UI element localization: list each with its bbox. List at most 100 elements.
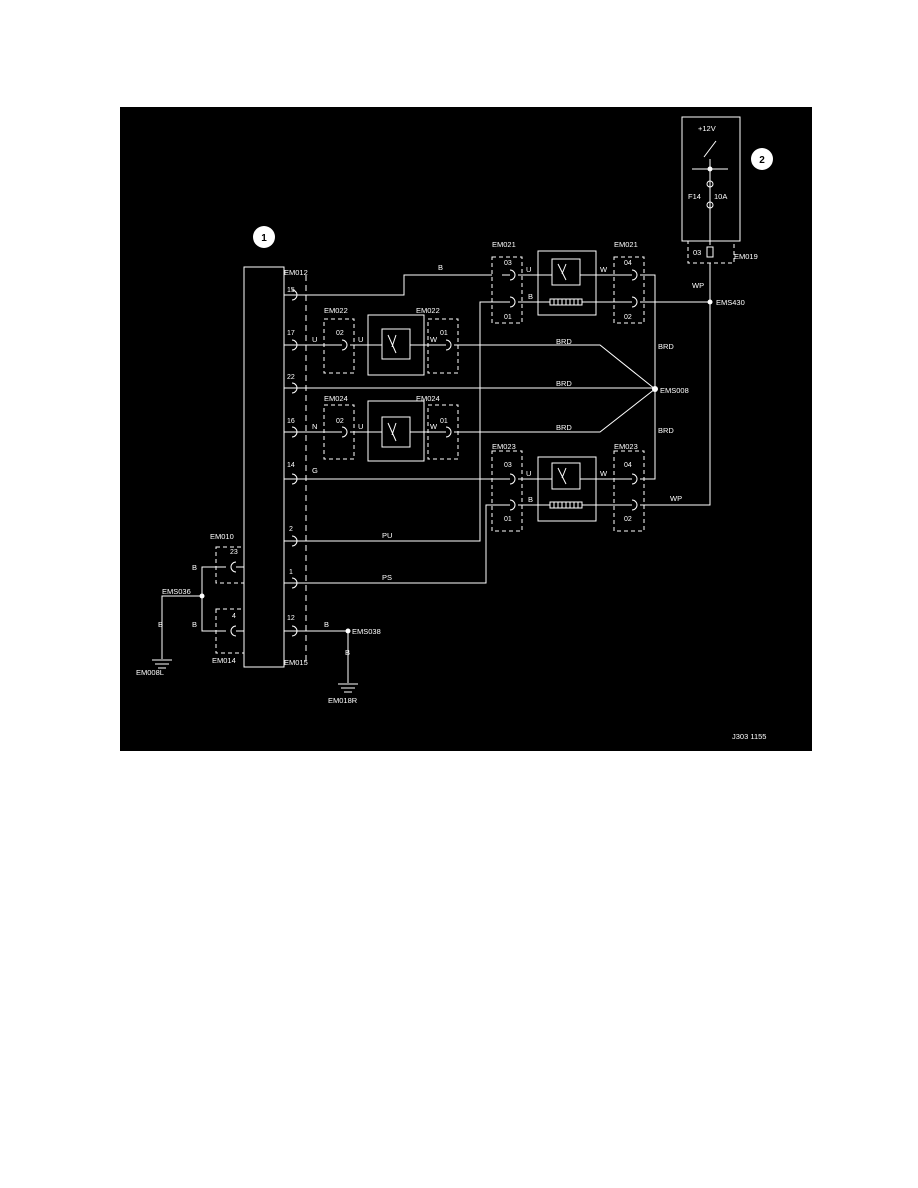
h2-pin-02: 02 — [624, 516, 632, 523]
wire-brd-heaters — [640, 274, 656, 480]
h1-element — [551, 258, 581, 286]
em019-frame — [687, 240, 735, 264]
wire-wp-h2 — [640, 302, 711, 506]
wire-label-brd1: BRD — [556, 337, 572, 346]
splice-ems008 — [652, 386, 658, 392]
h2-pin-03: 03 — [504, 462, 512, 469]
ground-wire-em008l — [161, 595, 202, 659]
ecm-pin-15: 15 — [287, 287, 295, 294]
wire-label-b4: B — [324, 620, 329, 629]
wire-brd-s2 — [454, 388, 656, 433]
fuse-top — [706, 180, 714, 188]
wire-pu-pin2 — [292, 301, 502, 542]
callout-1-circle — [253, 226, 275, 248]
figure-id: J303 1155 — [732, 732, 766, 741]
wire-label-n: N — [312, 422, 317, 431]
h2-u: U — [526, 469, 531, 478]
h2-pin-04: 04 — [624, 462, 632, 469]
em014-label: EM014 — [212, 656, 236, 665]
callout-2-circle — [751, 148, 773, 170]
em014-pin — [230, 625, 244, 637]
wire-label-b1: B — [192, 563, 197, 572]
fuse-supply-label: +12V — [698, 124, 716, 133]
sensor2-u: U — [358, 422, 363, 431]
sensor2-element — [381, 416, 411, 448]
h1-body — [537, 250, 597, 316]
em008l-label: EM008L — [136, 668, 164, 677]
h2-left-connector — [491, 450, 523, 532]
splice-ems036 — [199, 593, 205, 599]
wire-label-brd2: BRD — [556, 379, 572, 388]
sensor1-u: U — [358, 335, 363, 344]
em010-pin — [230, 561, 244, 573]
fuse-box-body — [681, 116, 741, 242]
ecm-body — [243, 266, 285, 668]
fuse-bottom — [706, 201, 714, 209]
ecm-pin-17: 17 — [287, 330, 295, 337]
wire-label-wp2: WP — [670, 494, 682, 503]
sensor1-right-connector — [427, 318, 459, 374]
fuse-rating-label: 10A — [714, 192, 727, 201]
fuse-pin-label: 03 — [693, 248, 701, 257]
ems008-label: EMS008 — [660, 386, 689, 395]
ecm-pin-2: 2 — [289, 526, 293, 533]
ems430-label: EMS430 — [716, 298, 745, 307]
h1-left-label: EM021 — [492, 240, 516, 249]
wire-label-b2: B — [192, 620, 197, 629]
h1-right-label: EM021 — [614, 240, 638, 249]
sensor1-w: W — [430, 335, 438, 344]
s1-pin-left: 02 — [336, 330, 344, 337]
em015-label: EM015 — [284, 658, 308, 667]
wire-label-brd5: BRD — [658, 426, 674, 435]
ignition-switch — [703, 140, 717, 158]
ecm-pin-14: 14 — [287, 462, 295, 469]
ems038-label: EMS038 — [352, 627, 381, 636]
ground-wire-em018r — [292, 630, 349, 683]
h2-left-label: EM023 — [492, 442, 516, 451]
ecm-pin-16: 16 — [287, 418, 295, 425]
wiring-diagram: 1 2 +12V F14 10A 03 EM019 EM012 EM015 15… — [120, 107, 812, 751]
callout-1: 1 — [261, 233, 267, 244]
h2-pin-01: 01 — [504, 516, 512, 523]
splice-ems038 — [345, 628, 351, 634]
h2-right-label: EM023 — [614, 442, 638, 451]
wire-label-ps: PS — [382, 573, 392, 582]
h1-pin-01: 01 — [504, 314, 512, 321]
wire-label-u: U — [312, 335, 317, 344]
em010-pin-23: 23 — [230, 549, 238, 556]
s2-pin-left: 02 — [336, 418, 344, 425]
sensor2-w: W — [430, 422, 438, 431]
wire-b-pin15 — [292, 274, 492, 296]
h2-right-connector — [613, 450, 645, 532]
sensor2-body — [367, 400, 425, 462]
em010-label: EM010 — [210, 532, 234, 541]
h1-w: W — [600, 265, 608, 274]
ground-wire-left-loop — [201, 566, 226, 632]
ecm-pin-22: 22 — [287, 374, 295, 381]
h2-element — [551, 462, 581, 490]
em019-label: EM019 — [734, 252, 758, 261]
em014-pin-4: 4 — [232, 613, 236, 620]
wiring-diagram-svg: 1 2 +12V F14 10A 03 EM019 EM012 EM015 15… — [136, 116, 773, 741]
sensor1-element — [381, 328, 411, 360]
h1-right-connector — [613, 256, 645, 324]
ecm-pin-12: 12 — [287, 615, 295, 622]
h1-pin-02: 02 — [624, 314, 632, 321]
wire-label-g: G — [312, 466, 318, 475]
em012-label: EM012 — [284, 268, 308, 277]
h2-w: W — [600, 469, 608, 478]
wire-label-b5: B — [345, 648, 350, 657]
ecm-pin-1: 1 — [289, 569, 293, 576]
wire-label-brd3: BRD — [556, 423, 572, 432]
wire-label-b6: B — [438, 263, 443, 272]
h2-body — [537, 456, 597, 522]
s1-pin-right: 01 — [440, 330, 448, 337]
splice-ems430 — [707, 299, 713, 305]
fuse-node — [707, 166, 713, 172]
h1-left-connector — [491, 256, 523, 324]
s2-right-label: EM024 — [416, 394, 440, 403]
h1-pin-03: 03 — [504, 260, 512, 267]
s1-left-label: EM022 — [324, 306, 348, 315]
s2-left-label: EM024 — [324, 394, 348, 403]
s1-right-label: EM022 — [416, 306, 440, 315]
